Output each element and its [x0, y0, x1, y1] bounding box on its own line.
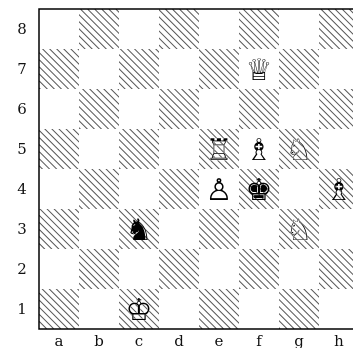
square-a5[interactable] — [39, 129, 79, 169]
square-f2[interactable] — [239, 249, 279, 289]
rank-label-3: 3 — [17, 220, 27, 238]
square-e7[interactable] — [199, 49, 239, 89]
square-e8[interactable] — [199, 9, 239, 49]
file-label-a: a — [55, 332, 64, 348]
file-labels: a b c d e f g h — [55, 332, 345, 348]
square-d2[interactable] — [159, 249, 199, 289]
square-c7[interactable] — [119, 49, 159, 89]
white-queen-f7-icon[interactable]: ♕ — [246, 53, 273, 88]
square-a2[interactable] — [39, 249, 79, 289]
square-b6[interactable] — [79, 89, 119, 129]
board-squares — [39, 9, 353, 329]
square-g2[interactable] — [279, 249, 319, 289]
square-a3[interactable] — [39, 209, 79, 249]
square-d3[interactable] — [159, 209, 199, 249]
square-b1[interactable] — [79, 289, 119, 329]
square-f3[interactable] — [239, 209, 279, 249]
rank-label-5: 5 — [17, 140, 27, 158]
square-c8[interactable] — [119, 9, 159, 49]
square-g1[interactable] — [279, 289, 319, 329]
square-d8[interactable] — [159, 9, 199, 49]
square-f1[interactable] — [239, 289, 279, 329]
square-b7[interactable] — [79, 49, 119, 89]
square-b2[interactable] — [79, 249, 119, 289]
file-label-b: b — [94, 332, 104, 348]
square-c6[interactable] — [119, 89, 159, 129]
square-c2[interactable] — [119, 249, 159, 289]
white-bishop-h4-icon[interactable]: ♗ — [326, 173, 353, 208]
square-e2[interactable] — [199, 249, 239, 289]
file-label-d: d — [174, 332, 184, 348]
square-a7[interactable] — [39, 49, 79, 89]
rank-label-1: 1 — [17, 300, 27, 318]
square-b5[interactable] — [79, 129, 119, 169]
square-a8[interactable] — [39, 9, 79, 49]
file-label-e: e — [215, 332, 224, 348]
square-d6[interactable] — [159, 89, 199, 129]
square-f6[interactable] — [239, 89, 279, 129]
file-label-g: g — [294, 332, 304, 348]
square-e1[interactable] — [199, 289, 239, 329]
square-a1[interactable] — [39, 289, 79, 329]
square-h1[interactable] — [319, 289, 353, 329]
square-g4[interactable] — [279, 169, 319, 209]
square-a6[interactable] — [39, 89, 79, 129]
square-e6[interactable] — [199, 89, 239, 129]
square-f8[interactable] — [239, 9, 279, 49]
square-h3[interactable] — [319, 209, 353, 249]
square-d7[interactable] — [159, 49, 199, 89]
square-d1[interactable] — [159, 289, 199, 329]
file-label-f: f — [256, 332, 263, 348]
white-rook-e5-icon[interactable]: ♖ — [206, 133, 233, 168]
square-c5[interactable] — [119, 129, 159, 169]
square-h2[interactable] — [319, 249, 353, 289]
white-knight-g3-icon[interactable]: ♘ — [286, 213, 313, 248]
square-b8[interactable] — [79, 9, 119, 49]
square-g6[interactable] — [279, 89, 319, 129]
file-label-c: c — [135, 332, 143, 348]
square-h7[interactable] — [319, 49, 353, 89]
white-king-c1-icon[interactable]: ♔ — [126, 293, 153, 328]
rank-labels: 8 7 6 5 4 3 2 1 — [17, 20, 27, 318]
square-b3[interactable] — [79, 209, 119, 249]
white-bishop-f5-icon[interactable]: ♗ — [246, 133, 273, 168]
rank-label-2: 2 — [17, 260, 27, 278]
square-h6[interactable] — [319, 89, 353, 129]
square-c4[interactable] — [119, 169, 159, 209]
rank-label-6: 6 — [17, 100, 27, 118]
square-e3[interactable] — [199, 209, 239, 249]
square-h5[interactable] — [319, 129, 353, 169]
black-knight-c3-icon[interactable]: ♞ — [126, 213, 153, 248]
square-g8[interactable] — [279, 9, 319, 49]
square-d5[interactable] — [159, 129, 199, 169]
square-b4[interactable] — [79, 169, 119, 209]
square-a4[interactable] — [39, 169, 79, 209]
white-knight-g5-icon[interactable]: ♘ — [286, 133, 313, 168]
rank-label-8: 8 — [17, 20, 27, 38]
rank-label-4: 4 — [17, 180, 27, 198]
square-g7[interactable] — [279, 49, 319, 89]
square-d4[interactable] — [159, 169, 199, 209]
white-pawn-e4-icon[interactable]: ♙ — [206, 173, 233, 208]
file-label-h: h — [334, 332, 344, 348]
rank-label-7: 7 — [17, 60, 27, 78]
square-h8[interactable] — [319, 9, 353, 49]
black-king-f4-icon[interactable]: ♚ — [246, 173, 273, 208]
